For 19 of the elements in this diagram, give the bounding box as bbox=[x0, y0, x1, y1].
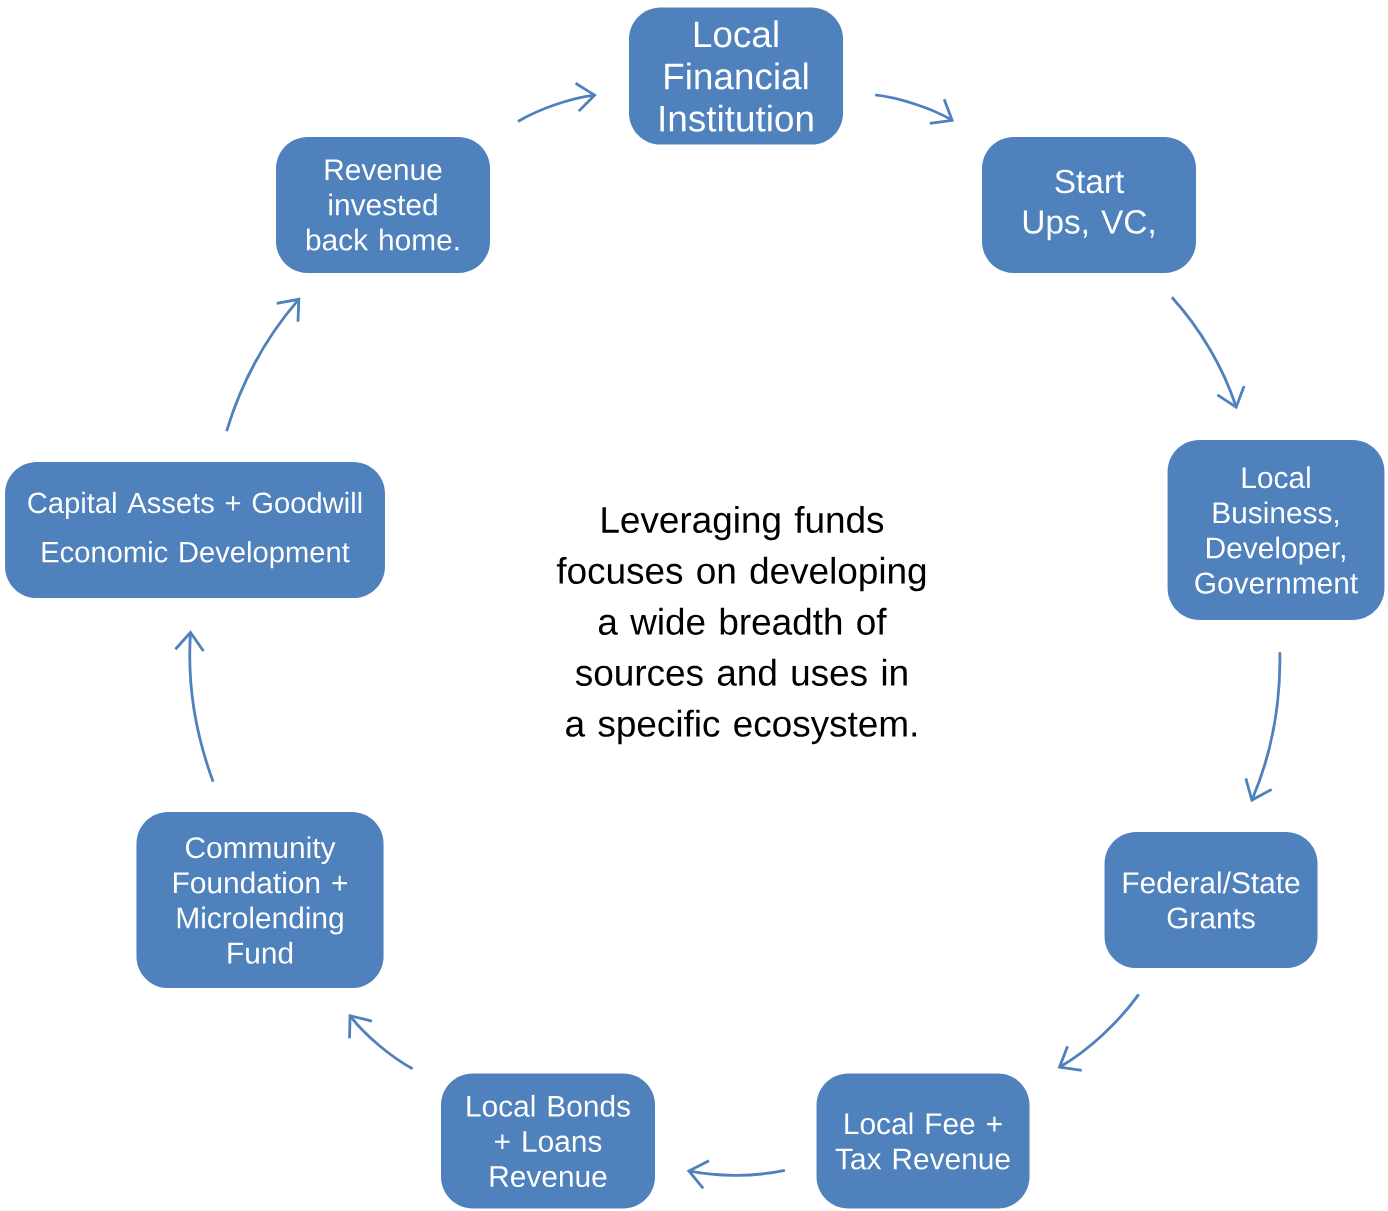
process-box: Capital Assets + Goodwill Economic Development bbox=[5, 462, 385, 598]
arrow bbox=[348, 1013, 414, 1070]
arrow bbox=[686, 1159, 786, 1190]
process-box: Local Business, Developer, Government bbox=[1167, 440, 1385, 620]
process-box: Local Fee + Tax Revenue bbox=[816, 1073, 1030, 1209]
arrow bbox=[174, 630, 215, 783]
arrow bbox=[874, 93, 955, 125]
process-box: Local Financial Institution bbox=[629, 7, 844, 145]
arrow bbox=[225, 297, 301, 432]
arrow bbox=[1244, 652, 1282, 803]
arrow bbox=[1170, 296, 1246, 410]
process-box: Local Bonds + Loans Revenue bbox=[441, 1073, 656, 1209]
arrow bbox=[1057, 993, 1140, 1072]
process-box: Community Foundation + Microlending Fund bbox=[136, 811, 384, 989]
process-box: Revenue invested back home. bbox=[276, 137, 491, 273]
center-text: Leveraging funds focuses on developing a wide breadth of sources and uses in a specific ecosystem. bbox=[556, 505, 926, 745]
arrow bbox=[517, 82, 597, 123]
process-box: Federal/State Grants bbox=[1104, 832, 1318, 968]
process-box: Start Ups, VC, bbox=[982, 137, 1197, 273]
